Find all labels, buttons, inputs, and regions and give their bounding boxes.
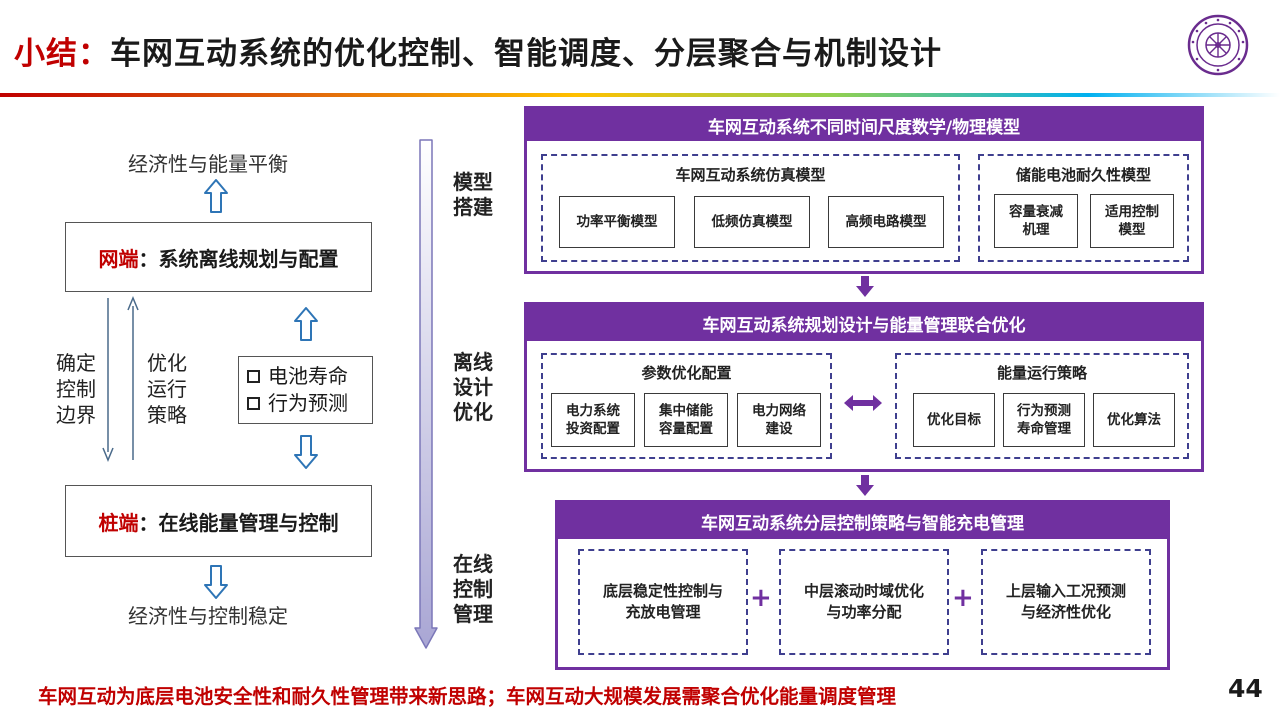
stage-online-control: 在线 控制 管理 [453, 552, 493, 626]
group-title: 车网互动系统仿真模型 [675, 166, 826, 184]
stage-model-building: 模型 搭建 [453, 170, 493, 219]
simulation-model-group: 车网互动系统仿真模型 功率平衡模型 低频仿真模型 高频电路模型 [541, 154, 960, 262]
group-title: 参数优化配置 [641, 364, 732, 382]
strategy-box: 优化算法 [1093, 393, 1175, 447]
flow-down-arrow-icon [856, 276, 874, 297]
check-item: 行为预测 [247, 390, 364, 417]
bottom-layer-box: 底层稳定性控制与 充放电管理 [578, 549, 748, 655]
section-control-frame: 车网互动系统分层控制策略与智能充电管理 底层稳定性控制与 充放电管理 + 中层滚… [555, 500, 1170, 670]
grid-side-box: 网端：系统离线规划与配置 [65, 222, 372, 292]
pile-side-highlight: 桩端 [98, 510, 139, 535]
bidirectional-arrow-icon [844, 395, 882, 411]
strategy-box: 优化目标 [913, 393, 995, 447]
model-box: 容量衰减 机理 [994, 194, 1078, 248]
check-item: 电池寿命 [247, 363, 364, 390]
model-box: 功率平衡模型 [559, 196, 675, 248]
grid-side-highlight: 网端 [98, 246, 139, 271]
battery-model-group: 储能电池耐久性模型 容量衰减 机理 适用控制 模型 [978, 154, 1189, 262]
group-title: 储能电池耐久性模型 [1015, 166, 1151, 184]
pile-side-box: 桩端：在线能量管理与控制 [65, 485, 372, 557]
config-box: 电力网络 建设 [737, 393, 821, 447]
strategy-label: 优化 运行 策略 [147, 351, 187, 427]
parameter-config-group: 参数优化配置 电力系统 投资配置 集中储能 容量配置 电力网络 建设 [541, 353, 832, 459]
strategy-box: 行为预测 寿命管理 [1003, 393, 1085, 447]
config-box: 集中储能 容量配置 [644, 393, 728, 447]
section-planning-frame: 车网互动系统规划设计与能量管理联合优化 参数优化配置 电力系统 投资配置 集中储… [524, 302, 1204, 472]
conclusion-note: 车网互动为底层电池安全性和耐久性管理带来新思路；车网互动大规模发展需聚合优化能量… [38, 685, 897, 708]
page-number: 44 [1228, 674, 1263, 703]
hollow-up-arrow-icon [204, 179, 228, 213]
grid-side-text: ：系统离线规划与配置 [138, 246, 339, 271]
slide-title: 小结：车网互动系统的优化控制、智能调度、分层聚合与机制设计 [14, 28, 942, 73]
prediction-box: 电池寿命 行为预测 [238, 356, 373, 424]
hollow-up-arrow-icon [294, 307, 318, 341]
flow-down-arrow-icon [856, 475, 874, 496]
middle-layer-box: 中层滚动时域优化 与功率分配 [779, 549, 949, 655]
checkbox-icon [247, 397, 260, 410]
top-layer-box: 上层输入工况预测 与经济性优化 [981, 549, 1151, 655]
stage-offline-design: 离线 设计 优化 [453, 350, 493, 424]
config-box: 电力系统 投资配置 [551, 393, 635, 447]
group-title: 能量运行策略 [996, 364, 1087, 382]
section-planning-header: 车网互动系统规划设计与能量管理联合优化 [527, 305, 1201, 341]
energy-strategy-group: 能量运行策略 优化目标 行为预测 寿命管理 优化算法 [895, 353, 1189, 459]
title-divider [0, 93, 1280, 97]
title-prefix: 小结： [14, 36, 110, 72]
model-box: 低频仿真模型 [694, 196, 810, 248]
up-thin-arrow-icon [127, 296, 139, 460]
hollow-down-arrow-icon [294, 435, 318, 469]
title-main: 车网互动系统的优化控制、智能调度、分层聚合与机制设计 [110, 36, 942, 72]
section-model-header: 车网互动系统不同时间尺度数学/物理模型 [527, 109, 1201, 141]
checkbox-icon [247, 370, 260, 383]
model-box: 适用控制 模型 [1090, 194, 1174, 248]
pile-side-text: ：在线能量管理与控制 [138, 510, 339, 535]
section-model-frame: 车网互动系统不同时间尺度数学/物理模型 车网互动系统仿真模型 功率平衡模型 低频… [524, 106, 1204, 274]
hollow-down-arrow-icon [204, 565, 228, 599]
plus-sign: + [750, 583, 772, 613]
university-seal-logo [1187, 14, 1249, 76]
model-box: 高频电路模型 [828, 196, 944, 248]
section-control-header: 车网互动系统分层控制策略与智能充电管理 [558, 503, 1167, 539]
bottom-goal-label: 经济性与控制稳定 [128, 604, 288, 628]
plus-sign: + [952, 583, 974, 613]
timeline-arrow [414, 139, 438, 649]
boundary-label: 确定 控制 边界 [56, 351, 96, 427]
down-thin-arrow-icon [102, 298, 114, 462]
top-goal-label: 经济性与能量平衡 [128, 152, 288, 176]
